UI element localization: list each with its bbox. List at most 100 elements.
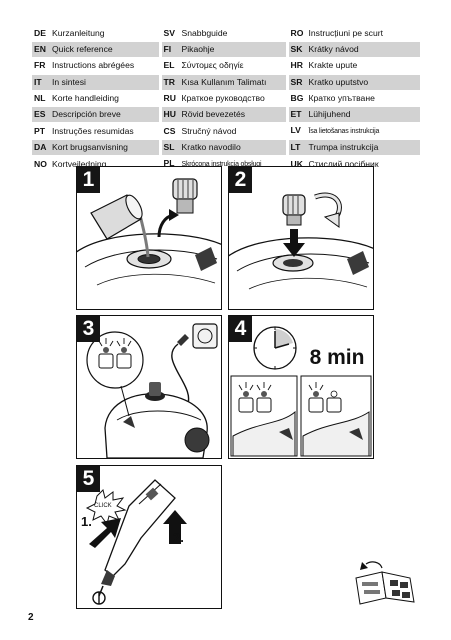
language-label: Kort brugsanvisning	[52, 142, 128, 153]
language-code: PT	[34, 125, 45, 136]
language-label: Korte handleiding	[52, 92, 119, 103]
language-row: EN Quick reference FI Pikaohje SK Krátky návo…	[32, 41, 420, 59]
step-5-panel: 5 CLICK 1. 2.	[76, 465, 222, 609]
language-label: Instruções resumidas	[52, 125, 134, 136]
language-cell: IT In sintesi	[32, 74, 160, 91]
fill-water-illustration	[77, 178, 221, 309]
language-cell: LV Īsa lietošanas instrukcija	[285, 122, 420, 141]
language-cell: LT Trumpa instrukcija	[285, 139, 420, 157]
language-code: UK	[290, 158, 303, 169]
language-cell: DE Kurzanleitung	[32, 26, 160, 43]
plug-in-illustration	[86, 323, 218, 458]
language-row: NL Korte handleiding RU Краткое руководство…	[32, 90, 420, 107]
language-code: DE	[34, 28, 46, 39]
language-code: RO	[290, 28, 304, 39]
language-label: Snabbguide	[181, 28, 228, 39]
language-code: TR	[163, 76, 175, 87]
language-label: Kurzanleitung	[52, 28, 105, 39]
wait-time-label: 8 min	[309, 346, 365, 369]
language-cell: ES Descripción breve	[32, 106, 160, 124]
language-row: DA Kort brugsanvisning SL Kratko navodilo LT…	[32, 139, 420, 157]
language-row: FR Instructions abrégées EL Σύντομες οδηγίε…	[32, 57, 420, 75]
language-label: Instructions abrégées	[52, 60, 135, 71]
language-cell: CS Stručný návod	[158, 122, 287, 141]
language-code: DA	[34, 142, 47, 153]
language-cell: EL Σύντομες οδηγίε	[158, 57, 287, 75]
language-cell: FR Instructions abrégées	[32, 57, 160, 75]
language-code: IT	[34, 76, 42, 87]
step-5-number: 5	[77, 466, 100, 492]
language-code: EL	[163, 60, 175, 71]
language-code: SL	[163, 142, 175, 153]
language-code: SV	[163, 28, 175, 39]
language-cell: SK Krátky návod	[285, 41, 420, 59]
language-code: HU	[163, 109, 176, 120]
language-label: Стислий посібник	[308, 158, 379, 169]
open-manual-icon	[355, 561, 415, 605]
language-code: FI	[163, 44, 172, 55]
language-label: Īsa lietošanas instrukcija	[308, 128, 380, 136]
language-label: Kratko navodilo	[181, 142, 241, 153]
language-cell: NL Korte handleiding	[32, 90, 160, 107]
language-code: LV	[290, 125, 301, 136]
language-label: Trumpa instrukcija	[308, 142, 379, 153]
language-code: NO	[34, 158, 47, 169]
language-label: Skrócona instrukcja obsługi	[181, 161, 262, 169]
language-code: SR	[290, 76, 303, 87]
attach-accessory-illustration	[85, 479, 187, 605]
language-label: Σύντομες οδηγίε	[181, 60, 244, 71]
language-cell: SV Snabbguide	[158, 26, 287, 43]
language-row: DE Kurzanleitung SV Snabbguide RO Instrucțiun…	[32, 26, 420, 43]
arrow-1-label: 1.	[81, 514, 92, 529]
step-3-panel: 3	[76, 315, 222, 459]
page-number: 2	[28, 612, 34, 623]
step-4-panel: 4 8 min	[228, 315, 374, 459]
language-label: Instrucțiuni pe scurt	[308, 28, 384, 39]
language-cell: TR Kısa Kullanım Talimatı	[158, 74, 287, 91]
language-cell: BG Кратко упътване	[285, 90, 420, 107]
click-label: CLICK	[94, 503, 112, 509]
language-label: Krátky návod	[308, 44, 359, 55]
step-4-number: 4	[229, 316, 252, 342]
language-cell: RU Краткое руководство	[158, 90, 287, 107]
language-label: In sintesi	[52, 76, 86, 87]
language-label: Quick reference	[52, 44, 113, 55]
language-label: Краткое руководство	[181, 92, 265, 103]
language-cell: EN Quick reference	[32, 41, 160, 59]
language-code: EN	[34, 44, 46, 55]
language-code: CS	[163, 125, 176, 136]
language-label: Rövid bevezetés	[181, 109, 246, 120]
language-code: PL	[163, 158, 175, 169]
language-cell: ET Lühijuhend	[285, 106, 420, 124]
language-code: SK	[290, 44, 303, 55]
language-cell: HU Rövid bevezetés	[158, 106, 287, 124]
step-2-panel: 2	[228, 166, 374, 310]
step-2-number: 2	[229, 167, 252, 193]
language-code: ES	[34, 109, 46, 120]
language-table-body: DE Kurzanleitung SV Snabbguide RO Instrucțiun…	[32, 26, 420, 174]
language-code: BG	[290, 92, 304, 103]
language-cell: SR Kratko uputstvo	[285, 74, 420, 91]
language-code: RU	[163, 92, 176, 103]
language-cell: DA Kort brugsanvisning	[32, 139, 160, 157]
heat-up-illustration	[230, 326, 372, 457]
language-label: Lühijuhend	[308, 109, 351, 120]
language-label: Stručný návod	[181, 125, 237, 136]
language-row: PT Instruções resumidas CS Stručný návod LV Ī…	[32, 122, 420, 141]
close-cap-illustration	[229, 192, 373, 309]
language-label: Kısa Kullanım Talimatı	[181, 76, 267, 87]
language-code: NL	[34, 92, 46, 103]
step-3-number: 3	[77, 316, 100, 342]
language-code: FR	[34, 60, 46, 71]
step-1-number: 1	[77, 167, 100, 193]
language-label: Pikaohje	[181, 44, 215, 55]
language-code: ET	[290, 109, 302, 120]
language-cell: SL Kratko navodilo	[158, 139, 287, 157]
language-row: ES Descripción breve HU Rövid bevezetés ET Lü…	[32, 106, 420, 124]
language-label: Кратко упътване	[308, 92, 375, 103]
arrow-2-label: 2.	[173, 530, 184, 545]
language-label: Descripción breve	[52, 109, 121, 120]
language-label: Kratko uputstvo	[308, 76, 369, 87]
language-code: LT	[290, 142, 301, 153]
